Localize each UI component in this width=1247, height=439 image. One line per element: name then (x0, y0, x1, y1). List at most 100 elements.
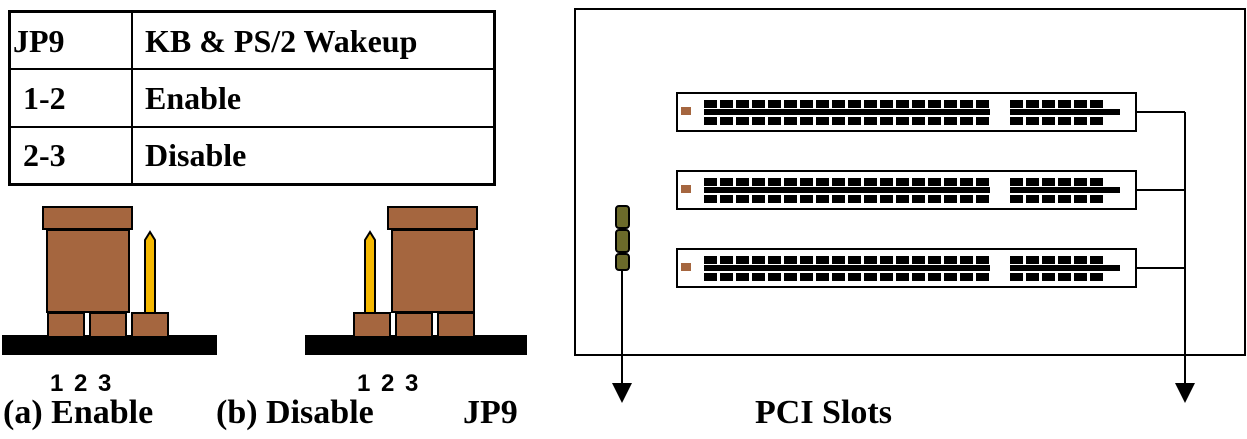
jumper-cap-body (46, 229, 130, 313)
jumper-cap-top (387, 206, 478, 230)
table-cell-setting: Disable (131, 125, 496, 186)
pci-slot-marker (681, 263, 691, 271)
jp9-board-jumper (612, 205, 632, 403)
pci-contact (1058, 273, 1071, 281)
pci-contact (816, 256, 829, 264)
pci-slot (676, 92, 1137, 132)
pci-contact (1058, 178, 1071, 186)
pci-contact (736, 195, 749, 203)
pci-contact (880, 273, 893, 281)
jumper-cap-top (42, 206, 133, 230)
pci-contact (928, 178, 941, 186)
pci-contact (832, 195, 845, 203)
pci-contact (752, 273, 765, 281)
pci-contact (848, 100, 861, 108)
pci-contact (752, 100, 765, 108)
pci-contact (896, 178, 909, 186)
pin-base-2 (395, 312, 433, 338)
pci-contact (1010, 273, 1023, 281)
table-header-jumper: JP9 (8, 10, 133, 71)
pci-contact (1074, 178, 1087, 186)
jp9-pin-3 (615, 253, 630, 271)
table-row: 2-3 Disable (8, 125, 496, 186)
pci-contact (896, 100, 909, 108)
pci-contact (720, 178, 733, 186)
pci-contact (768, 178, 781, 186)
board-base (2, 335, 217, 355)
pci-contact (1074, 256, 1087, 264)
board-base (305, 335, 527, 355)
pci-contact (768, 195, 781, 203)
pci-contact (704, 100, 717, 108)
pci-contact (880, 117, 893, 125)
pci-contact (832, 256, 845, 264)
pci-contact (704, 256, 717, 264)
pci-contact (912, 273, 925, 281)
pci-contact (832, 100, 845, 108)
pci-contact (1042, 273, 1055, 281)
pci-contact (912, 100, 925, 108)
pci-contact (1058, 117, 1071, 125)
pci-contact (880, 100, 893, 108)
exposed-pin-1 (364, 230, 376, 314)
pci-slot-channel (704, 265, 990, 271)
pci-contact (768, 117, 781, 125)
pci-contact (848, 178, 861, 186)
pci-contact (864, 256, 877, 264)
pci-contact (1010, 100, 1023, 108)
pci-contact (1026, 178, 1039, 186)
pci-contact (1010, 117, 1023, 125)
pci-contact (832, 178, 845, 186)
jumper-disable-illustration (305, 206, 527, 355)
pci-contact (1090, 195, 1103, 203)
pci-contact (896, 256, 909, 264)
pci-contact (976, 100, 989, 108)
pci-contact (896, 195, 909, 203)
jp9-pin-2 (615, 229, 630, 253)
pci-contact (720, 256, 733, 264)
pci-contact (976, 256, 989, 264)
pci-contact (1042, 256, 1055, 264)
pci-contact (704, 195, 717, 203)
pci-contact (1074, 195, 1087, 203)
pci-contact (736, 117, 749, 125)
pci-contact (800, 117, 813, 125)
caption-pci-slots: PCI Slots (755, 394, 892, 431)
pci-contact (800, 256, 813, 264)
pci-slot (676, 170, 1137, 210)
jumper-settings-table: JP9 KB & PS/2 Wakeup 1-2 Enable 2-3 Disa… (8, 10, 496, 186)
pci-contact (928, 273, 941, 281)
pci-contact (1026, 195, 1039, 203)
pci-contact (1026, 273, 1039, 281)
pci-contact (1074, 273, 1087, 281)
pci-contact (1042, 195, 1055, 203)
pci-contact (896, 273, 909, 281)
pci-contact (960, 100, 973, 108)
pci-leader (1137, 111, 1195, 403)
pci-contact (848, 256, 861, 264)
pci-contact (928, 100, 941, 108)
pci-contact (944, 256, 957, 264)
pci-contact (784, 178, 797, 186)
pci-contact (800, 195, 813, 203)
pci-contact (784, 117, 797, 125)
pci-contact (880, 195, 893, 203)
pci-contact (960, 195, 973, 203)
table-cell-setting: Enable (131, 68, 496, 128)
pci-contact (944, 178, 957, 186)
pci-contact (816, 195, 829, 203)
pci-contact (864, 195, 877, 203)
pci-contact (1010, 178, 1023, 186)
pci-contact (864, 273, 877, 281)
pci-contact (720, 273, 733, 281)
pci-contact (736, 273, 749, 281)
pci-contact (896, 117, 909, 125)
pci-contact (736, 256, 749, 264)
pci-contact (1090, 256, 1103, 264)
motherboard-outline (574, 8, 1246, 356)
pci-contact (864, 178, 877, 186)
pci-contact (848, 273, 861, 281)
pci-contact (1058, 100, 1071, 108)
pci-contact (960, 178, 973, 186)
pci-contact (960, 117, 973, 125)
